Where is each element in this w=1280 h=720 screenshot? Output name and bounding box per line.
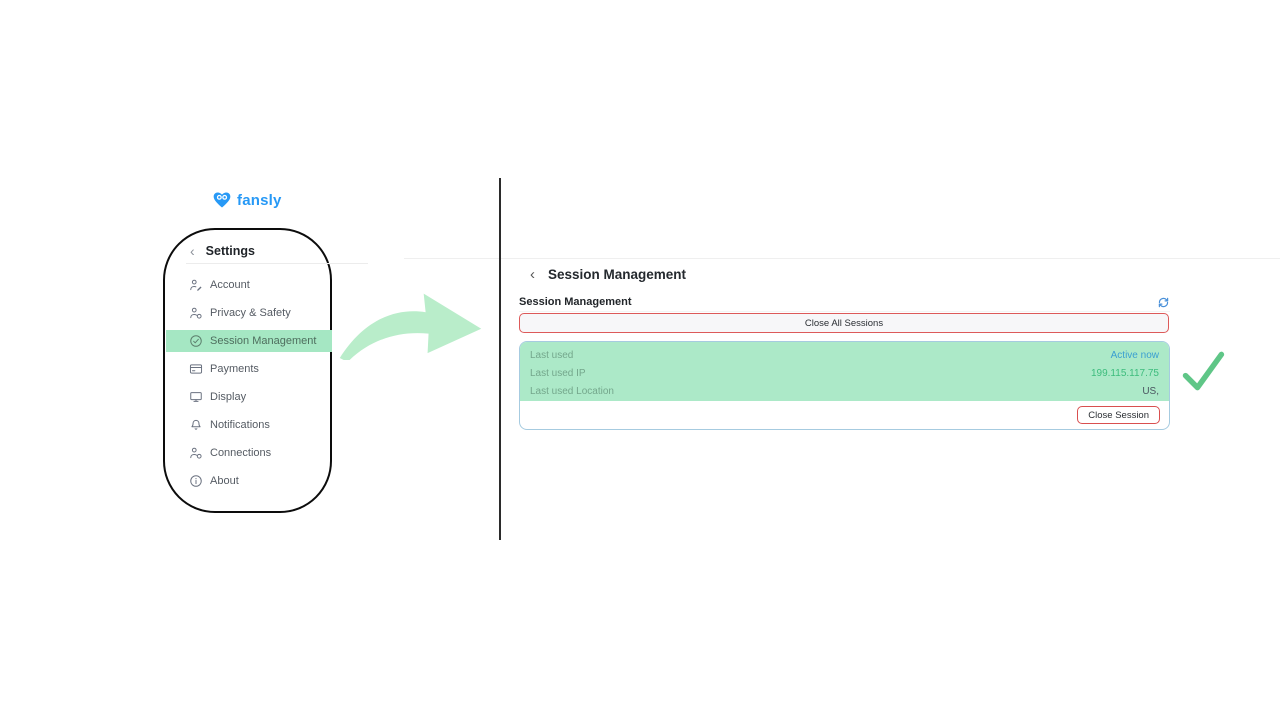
session-card-footer: Close Session [520,401,1169,429]
sidebar-item-label: Session Management [210,335,317,347]
session-row-label: Last used Location [530,386,614,398]
bell-icon [189,418,203,432]
settings-title: Settings [205,244,255,258]
sidebar-item-session-management[interactable]: Session Management [166,330,332,352]
monitor-icon [189,390,203,404]
check-circle-icon [189,334,203,348]
vertical-divider-line [499,178,501,540]
session-info-block: Last used Active now Last used IP 199.11… [520,342,1169,401]
sidebar-item-label: Display [210,391,247,403]
person-add-icon [189,446,203,460]
refresh-icon[interactable] [1157,296,1170,309]
sidebar-item-label: About [210,475,239,487]
back-chevron-icon[interactable]: ‹ [530,266,535,283]
session-row: Last used IP 199.115.117.75 [530,364,1159,382]
session-row: Last used Active now [530,346,1159,364]
session-row-value: Active now [1110,349,1159,361]
sidebar-circled-outline [163,228,332,513]
section-heading-divider [519,311,1170,312]
session-row: Last used Location US, [530,383,1159,401]
panel-top-divider [404,258,1280,259]
sidebar-item-display[interactable]: Display [166,386,332,408]
section-heading: Session Management [519,296,632,308]
session-row-label: Last used IP [530,367,586,379]
green-curved-arrow-annotation [339,293,482,360]
sidebar-header-divider [186,263,368,264]
session-row-value: 199.115.117.75 [1090,367,1159,379]
info-icon [189,474,203,488]
sidebar-item-label: Payments [210,363,259,375]
section-heading-row: Session Management [519,295,1170,309]
sidebar-item-label: Connections [210,447,272,459]
close-session-button[interactable]: Close Session [1077,406,1160,424]
sidebar-item-privacy-safety[interactable]: Privacy & Safety [166,302,332,324]
person-shield-icon [189,306,203,320]
session-card: Last used Active now Last used IP 199.11… [519,341,1170,430]
sidebar-item-payments[interactable]: Payments [166,358,332,380]
fansly-brand-text: fansly [237,191,282,209]
sidebar-item-label: Account [210,279,250,291]
fansly-heart-icon [213,192,231,208]
sidebar-item-about[interactable]: About [166,470,332,492]
sidebar-item-label: Privacy & Safety [210,307,291,319]
sidebar-item-connections[interactable]: Connections [166,442,332,464]
sidebar-item-label: Notifications [210,419,270,431]
close-all-sessions-button[interactable]: Close All Sessions [519,313,1169,333]
page-title-row: ‹ Session Management [530,267,686,282]
green-checkmark-annotation [1182,351,1225,391]
sidebar-item-account[interactable]: Account [166,274,332,296]
session-row-label: Last used [530,349,574,361]
settings-header: ‹ Settings [190,244,255,258]
back-chevron-icon[interactable]: ‹ [190,243,195,259]
fansly-logo: fansly [212,190,282,210]
session-row-value: US, [1142,386,1159,398]
page-title: Session Management [548,267,687,282]
person-edit-icon [189,278,203,292]
credit-card-icon [189,362,203,376]
sidebar-item-notifications[interactable]: Notifications [166,414,332,436]
